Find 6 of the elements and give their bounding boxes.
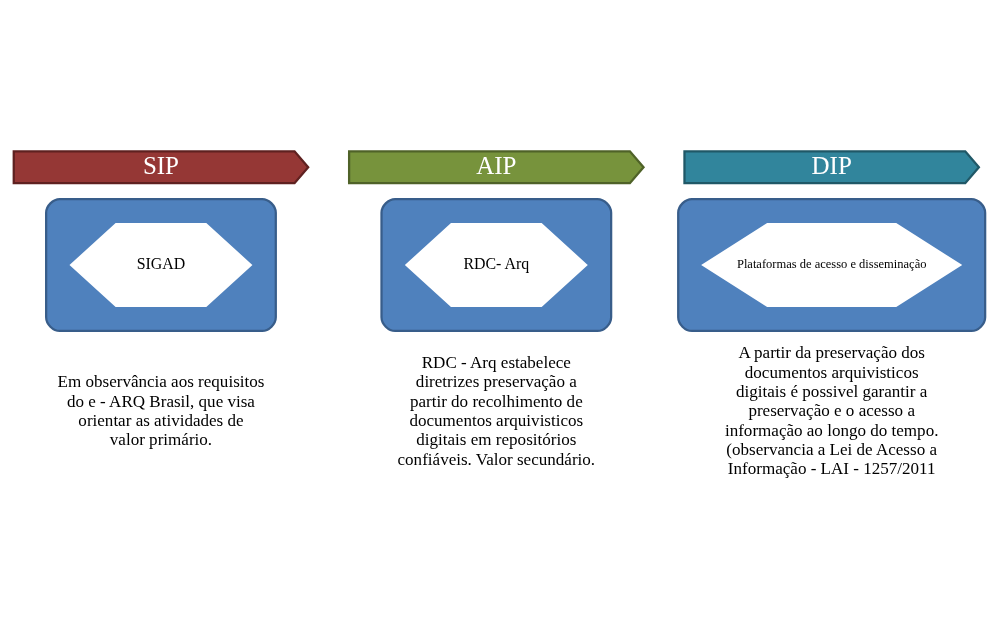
- cluster: [677, 197, 987, 332]
- cluster: [45, 197, 277, 332]
- node-label: A partir da preservação dos documentos arquivisticos digitais é possivel garantir a preservação e o acesso a informação ao longo do tempo. (observancia a Lei de Acesso a Informação - LAI - 1257/2011: [724, 342, 939, 478]
- node-label: RDC - Arq estabelece diretrizes preservação a partir do recolhimento de documentos arquivisticos digitais em repositórios confiáveis. Valor secundário.: [397, 352, 596, 469]
- node-label: Em observância aos requisitos do e - ARQ Brasil, que visa orientar as atividades de valor primário.: [57, 371, 265, 449]
- cluster: [380, 197, 613, 332]
